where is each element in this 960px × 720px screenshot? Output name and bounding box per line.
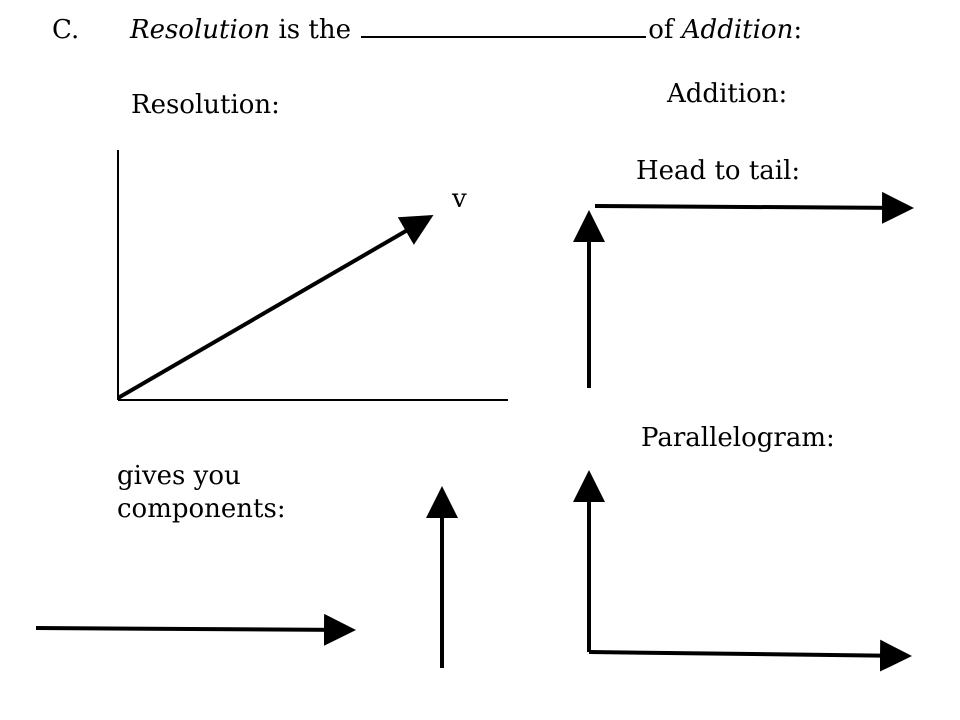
heading-letter: C. xyxy=(52,15,80,45)
resolution-label: Resolution: xyxy=(131,90,280,120)
heading-middle: is the xyxy=(270,15,360,45)
head-to-tail-label: Head to tail: xyxy=(636,156,801,186)
vector-v-label: v xyxy=(452,184,467,214)
parallelogram-label: Parallelogram: xyxy=(641,423,835,453)
horizontal-component-arrow xyxy=(35,613,356,646)
head-to-tail-horizontal-arrow xyxy=(594,191,914,224)
fill-in-blank xyxy=(361,10,647,38)
resolution-axes xyxy=(117,150,508,401)
slide-heading: C. Resolution is the of Addition: xyxy=(52,10,802,47)
heading-colon: : xyxy=(793,15,803,45)
heading-suffix: of xyxy=(648,15,682,45)
addition-label: Addition: xyxy=(667,79,788,109)
heading-term-addition: Addition xyxy=(681,15,794,45)
vector-v-arrow xyxy=(116,214,434,400)
components-label: gives you components: xyxy=(117,461,286,524)
heading-term-resolution: Resolution xyxy=(130,15,271,45)
parallelogram-horizontal-arrow xyxy=(588,639,912,672)
